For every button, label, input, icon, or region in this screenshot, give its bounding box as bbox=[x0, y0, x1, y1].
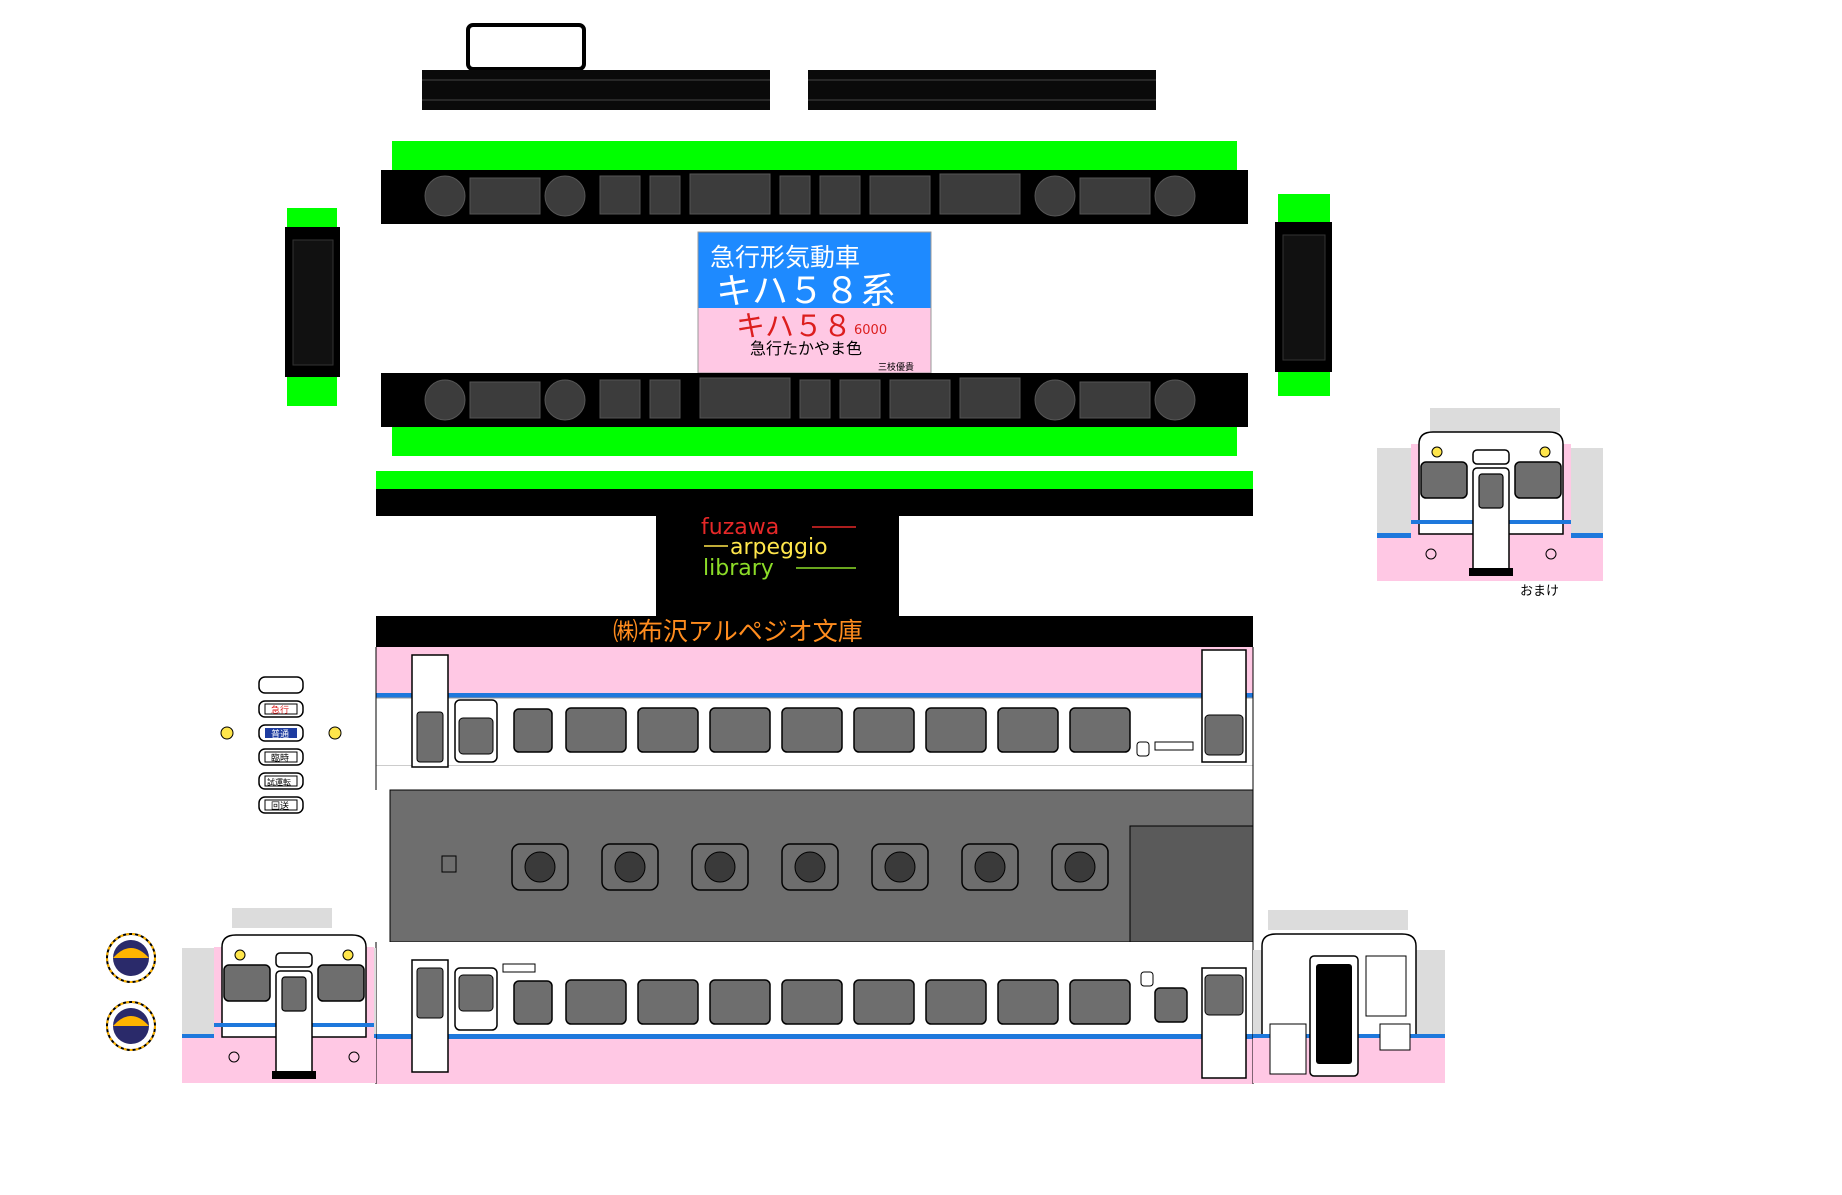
end-tab-left bbox=[285, 208, 340, 406]
floor-strip bbox=[376, 489, 1253, 516]
label-series: キハ５８系 bbox=[716, 271, 896, 312]
title-label: 急行形気動車 キハ５８系 キハ５８ 6000 急行たかやま色 三枝優貴 bbox=[697, 231, 932, 374]
destination-plate-text: 急行 bbox=[271, 704, 289, 716]
logo-line1: fuzawa bbox=[701, 515, 779, 540]
destination-plate-text: 普通 bbox=[271, 728, 289, 740]
label-model: キハ５８ bbox=[736, 309, 852, 343]
destination-plate-text: 回送 bbox=[271, 800, 289, 812]
underframe-upper bbox=[381, 170, 1248, 224]
marker-lamp bbox=[220, 726, 234, 740]
bonus-cab-front: おまけ bbox=[1377, 408, 1603, 599]
logo-line3: library bbox=[703, 556, 774, 581]
roof-top bbox=[389, 789, 1254, 943]
destination-plate: 回送 bbox=[258, 796, 304, 814]
marker-lamp bbox=[328, 726, 342, 740]
car-body-side-upper: ㈱布沢アルペジオ文庫 bbox=[375, 616, 1254, 790]
logo-plate: fuzawa arpeggio library bbox=[656, 515, 899, 617]
destination-plate bbox=[258, 676, 304, 694]
logo-line2: arpeggio bbox=[730, 535, 828, 560]
headmark-emblem bbox=[106, 1001, 156, 1051]
destination-plate: 試運転 bbox=[258, 772, 304, 790]
destination-plate: 急行 bbox=[258, 700, 304, 718]
handle-piece bbox=[466, 23, 586, 71]
headmark-emblem bbox=[106, 933, 156, 983]
destination-plate-text: 試運転 bbox=[267, 777, 291, 787]
car-body-side-lower bbox=[375, 942, 1254, 1084]
destination-plate: 臨時 bbox=[258, 748, 304, 766]
destination-plate: 普通 bbox=[258, 724, 304, 742]
label-livery: 急行たかやま色 bbox=[750, 339, 862, 358]
roof-strip-right bbox=[808, 70, 1156, 110]
label-category: 急行形気動車 bbox=[710, 243, 860, 272]
end-tab-right bbox=[1275, 194, 1332, 396]
bonus-label: おまけ bbox=[1520, 584, 1559, 599]
cab-front-left bbox=[182, 908, 376, 1084]
destination-plates: 急行 普通 臨時 試運転 回送 bbox=[220, 676, 342, 814]
cab-rear-right bbox=[1253, 910, 1445, 1083]
glue-tab-floor bbox=[376, 471, 1253, 489]
glue-tab-bottom bbox=[392, 427, 1237, 456]
destination-plate-text: 臨時 bbox=[271, 752, 289, 764]
underframe-lower bbox=[381, 373, 1248, 427]
label-author: 三枝優貴 bbox=[878, 361, 914, 373]
publisher-banner: ㈱布沢アルペジオ文庫 bbox=[613, 617, 863, 646]
label-model-number: 6000 bbox=[854, 323, 887, 338]
roof-strip-left bbox=[422, 70, 770, 110]
glue-tab-top bbox=[392, 141, 1237, 170]
